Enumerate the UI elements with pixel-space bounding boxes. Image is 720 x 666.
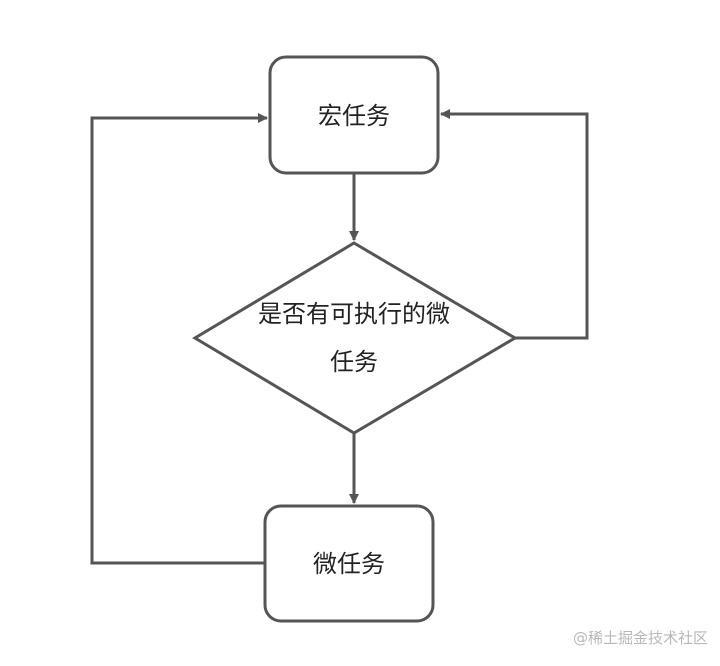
decision-label-line2: 任务	[330, 348, 378, 376]
edge-decision-loop-to-macro	[440, 109, 589, 340]
decision-node: 是否有可执行的微 任务	[192, 241, 518, 435]
macro-task-label: 宏任务	[318, 102, 390, 130]
decision-label-line1: 是否有可执行的微	[258, 300, 450, 328]
decision-diamond	[192, 241, 518, 435]
micro-task-label: 微任务	[313, 550, 385, 578]
micro-task-node: 微任务	[263, 504, 435, 623]
edge-micro-loop-to-macro	[90, 113, 268, 565]
watermark-text: @稀土掘金技术社区	[573, 629, 708, 647]
macro-task-node: 宏任务	[268, 55, 440, 175]
